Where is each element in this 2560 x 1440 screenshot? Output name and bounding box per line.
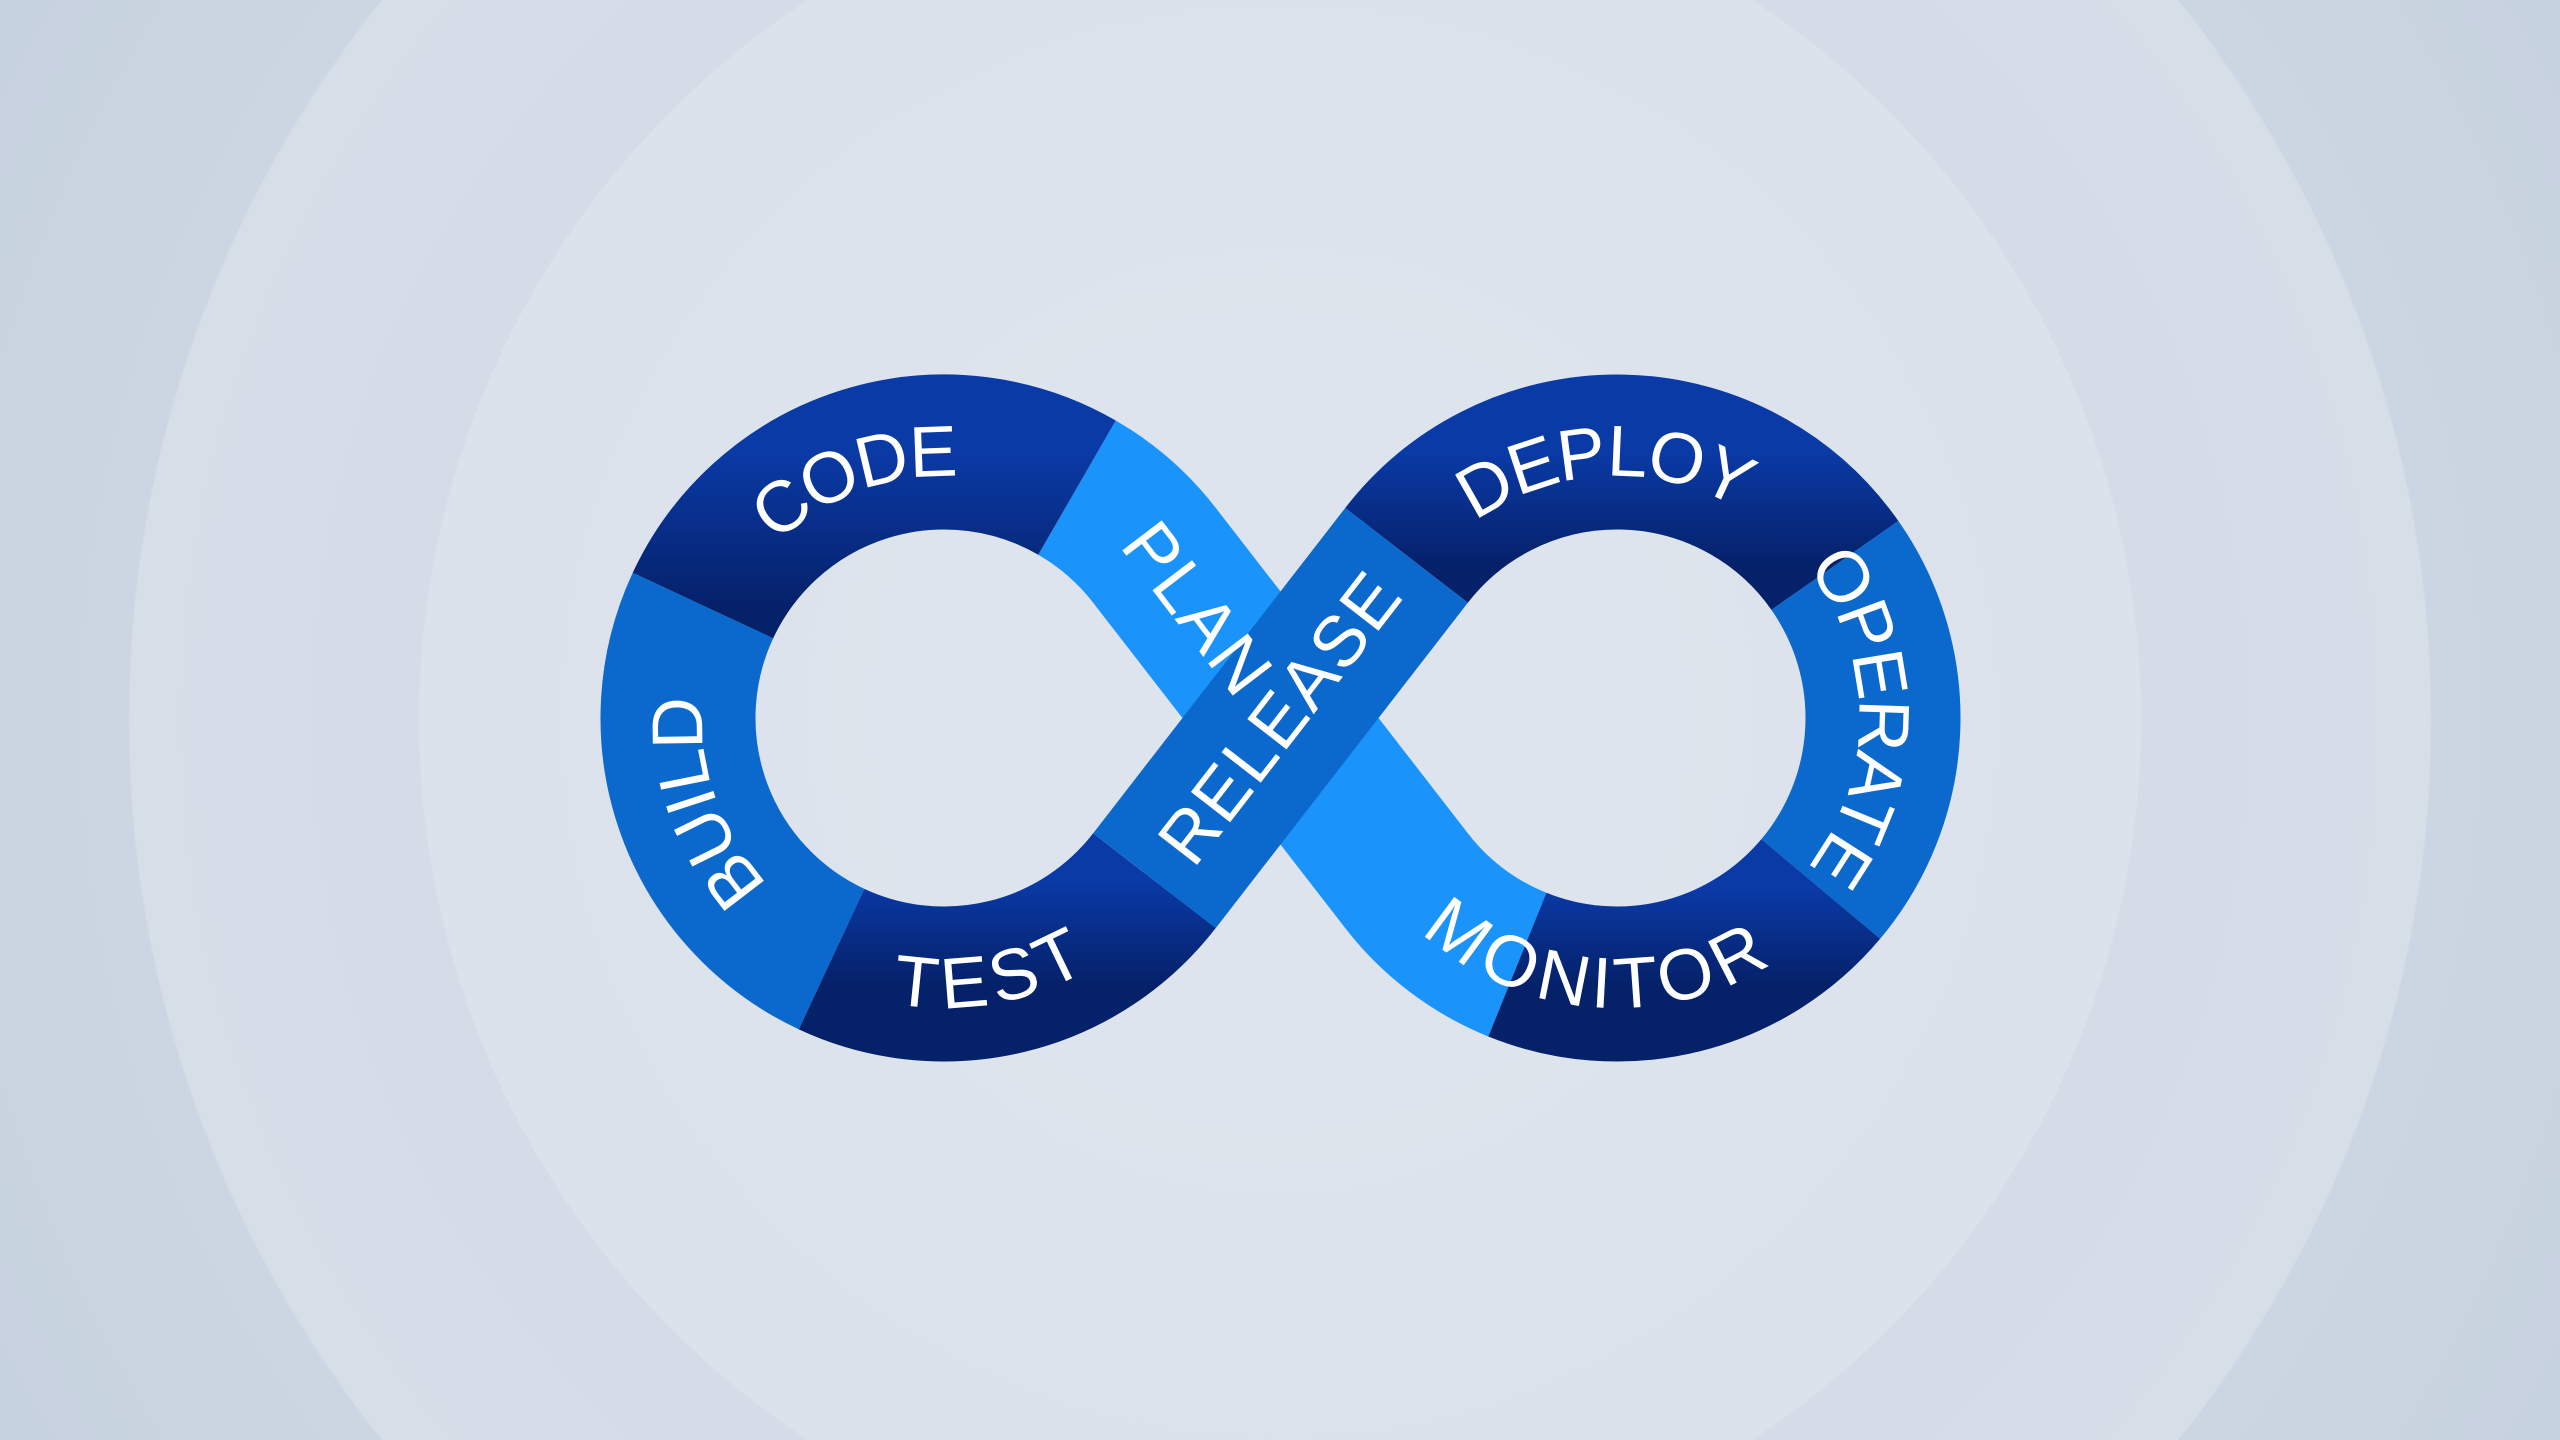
band-test <box>798 831 1216 1062</box>
loop-bands <box>600 374 1961 1062</box>
band-build <box>600 572 866 1030</box>
band-code <box>632 374 1116 640</box>
band-release <box>1093 507 1468 929</box>
band-deploy <box>1345 374 1899 612</box>
band-operate <box>1760 521 1961 939</box>
band-monitor <box>1488 837 1881 1062</box>
band-plan <box>1036 420 1548 1037</box>
